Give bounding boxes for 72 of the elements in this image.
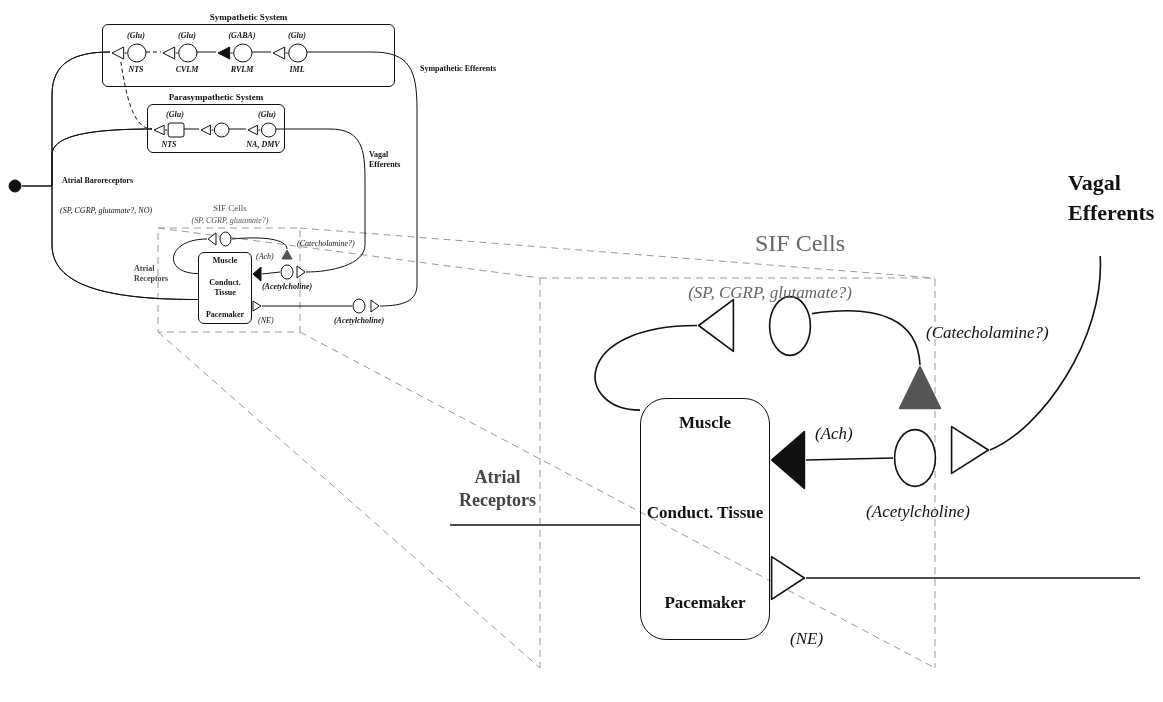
caption-text: (Acetylcholine) <box>333 317 385 325</box>
tissue-label: Conduct. Tissue <box>646 502 764 524</box>
box-title: Parasympathetic System <box>167 92 265 102</box>
annotation-text: SIF Cells <box>754 229 846 258</box>
connector-line <box>228 128 247 130</box>
caption-text: RVLM <box>230 66 254 74</box>
connector-line <box>251 51 272 53</box>
caption-text: NTS <box>128 66 144 74</box>
tissue-box <box>640 398 770 640</box>
caption-text: NTS <box>161 141 177 149</box>
tissue-label: Pacemaker <box>664 592 746 613</box>
annotation-text: (NE) <box>790 628 825 650</box>
synapse-triangle <box>252 300 262 312</box>
caption-text: (Glu) <box>288 32 306 40</box>
annotation-text: (Catecholamine?) <box>297 239 356 249</box>
caption-text: IML <box>289 66 305 74</box>
annotation-text: Atrial Receptors <box>458 466 537 511</box>
connector-line <box>173 238 208 275</box>
annotation-text: Vagal Efferents <box>369 150 402 170</box>
connector-line <box>811 310 921 366</box>
tissue-label: Conduct. Tissue <box>208 278 242 298</box>
annotation-text: (Catecholamine?) <box>926 322 1050 344</box>
annotation-text: (Ach) <box>815 423 854 445</box>
caption-text: (Glu) <box>127 32 145 40</box>
box-title: Sympathetic System <box>208 12 289 22</box>
receptor-dot <box>8 179 22 193</box>
synapse-triangle <box>770 555 806 601</box>
synapse-triangle <box>296 265 306 279</box>
synapse-triangle <box>252 266 262 282</box>
caption-text: (Glu) <box>258 111 276 119</box>
annotation-text: (SP, CGRP, glutamate?) <box>190 216 270 226</box>
connector-line <box>594 324 698 411</box>
annotation-text: Atrial Baroreceptors <box>62 176 134 186</box>
annotation-text: (SP, CGRP, glutamate?) <box>687 282 853 304</box>
synapse-triangle <box>281 249 293 260</box>
annotation-text: Sympathetic Efferents <box>420 64 498 74</box>
connector-line <box>261 271 281 275</box>
connector-line <box>196 51 217 53</box>
tissue-box <box>198 252 252 324</box>
connector-line <box>183 128 200 130</box>
caption-text: (GABA) <box>228 32 256 40</box>
connector-line <box>261 305 353 307</box>
connector-line <box>449 524 641 526</box>
synapse-triangle <box>370 299 380 313</box>
caption-text: (Acetylcholine) <box>866 503 970 520</box>
tissue-label: Muscle <box>212 256 238 266</box>
connector-line <box>805 457 894 461</box>
caption-text: (Glu) <box>178 32 196 40</box>
dashed-connector <box>145 51 162 53</box>
synapse-symbol <box>200 122 230 138</box>
annotation-text: SIF Cells <box>212 203 248 215</box>
connector-line <box>805 577 1141 579</box>
tissue-label: Pacemaker <box>205 310 245 320</box>
connector-line <box>306 51 418 307</box>
annotation-text: (SP, CGRP, glutamate?, NO) <box>60 206 154 216</box>
annotation-text: (Ach) <box>256 252 275 262</box>
efferent-label: Vagal Efferents <box>1068 168 1160 256</box>
synapse-triangle <box>770 430 806 490</box>
synapse-triangle <box>898 365 942 410</box>
connector-line <box>275 128 366 273</box>
caption-text: (Glu) <box>166 111 184 119</box>
connector-line <box>989 255 1101 451</box>
connector-line <box>231 237 288 250</box>
synapse-triangle <box>950 425 990 475</box>
annotation-text: (NE) <box>258 316 275 326</box>
tissue-label: Muscle <box>679 413 731 434</box>
caption-text: (Acetylcholine) <box>261 283 313 291</box>
neuron-circle <box>219 231 232 247</box>
caption-text: NA, DMV <box>246 141 280 149</box>
synapse-triangle <box>207 232 217 246</box>
annotation-text: Atrial Receptors <box>134 264 170 284</box>
caption-text: CVLM <box>175 66 199 74</box>
